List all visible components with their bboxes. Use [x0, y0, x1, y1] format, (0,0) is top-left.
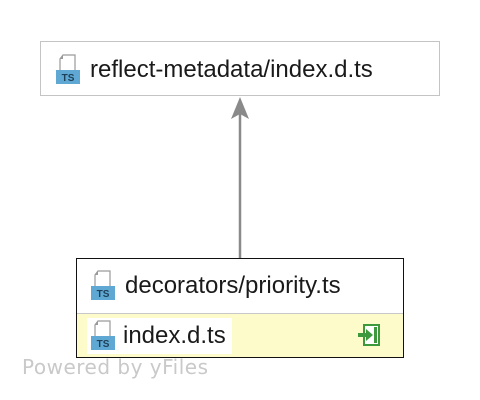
member-row-label: TS index.d.ts: [87, 317, 232, 354]
svg-text:TS: TS: [97, 289, 110, 300]
target-node[interactable]: TS reflect-metadata/index.d.ts: [40, 41, 440, 96]
target-node-title: reflect-metadata/index.d.ts: [90, 55, 373, 83]
typescript-file-icon: TS: [91, 270, 115, 300]
typescript-file-icon: TS: [91, 319, 115, 350]
source-node-header: TS decorators/priority.ts: [77, 259, 403, 314]
navigate-into-icon[interactable]: [357, 323, 381, 347]
svg-text:TS: TS: [62, 73, 75, 84]
member-title: index.d.ts: [123, 321, 226, 349]
target-node-header: TS reflect-metadata/index.d.ts: [41, 42, 439, 97]
member-row[interactable]: TS index.d.ts: [77, 314, 403, 357]
edge-arrowhead: [231, 97, 249, 119]
typescript-file-icon: TS: [56, 53, 80, 84]
svg-text:TS: TS: [97, 339, 110, 350]
yfiles-watermark: Powered by yFiles: [22, 355, 209, 379]
source-node-title: decorators/priority.ts: [125, 272, 341, 299]
source-node[interactable]: TS decorators/priority.ts TS index.d.ts: [76, 258, 404, 358]
